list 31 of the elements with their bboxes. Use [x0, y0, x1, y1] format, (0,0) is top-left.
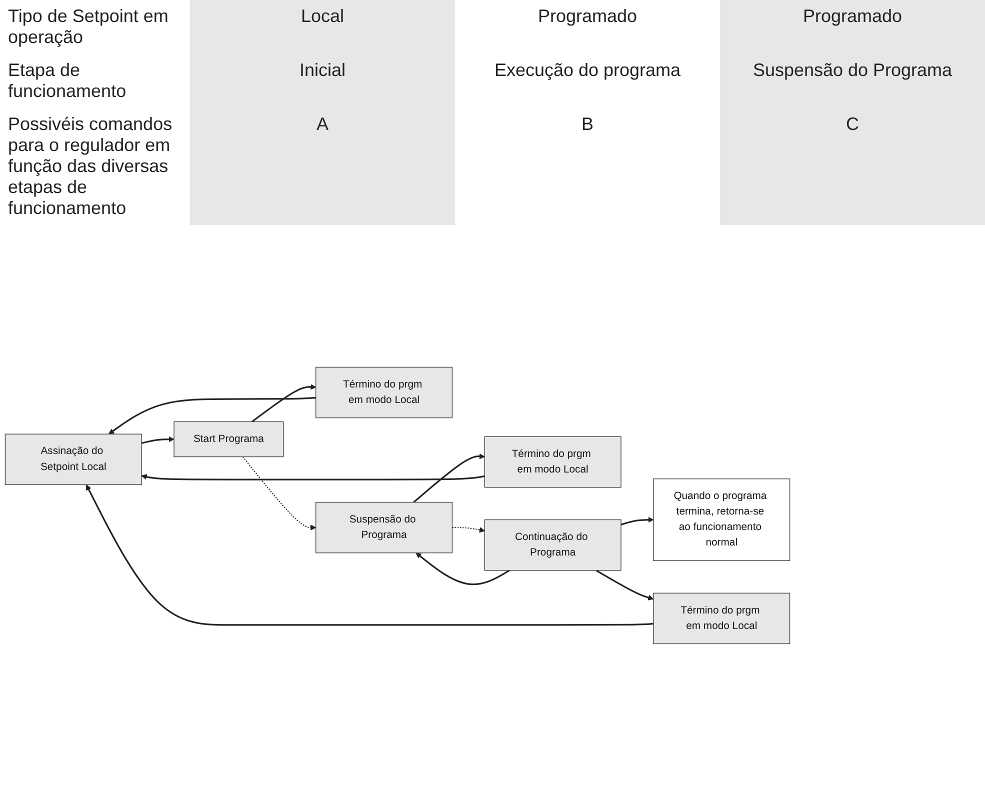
- column-heading: Programado: [802, 6, 902, 26]
- node-box: Término do prgm em modo Local: [316, 366, 453, 418]
- node-box: Suspensão do Programa: [316, 501, 453, 553]
- arrow: [620, 516, 654, 525]
- arrow: [452, 526, 485, 532]
- column-heading: Local: [300, 6, 344, 26]
- node-box: Término do prgm em modo Local: [653, 592, 790, 644]
- column-heading: Suspensão do Programa: [752, 60, 952, 80]
- arrow: [141, 436, 174, 444]
- row-heading: Etapa de funcionamento: [8, 60, 126, 101]
- arrow: [252, 384, 316, 422]
- arrow: [416, 552, 510, 585]
- arrow: [413, 453, 485, 502]
- stage-letter: C: [846, 114, 859, 134]
- row-heading: Possivéis comandos para o regulador em função das diversas etapas de funcionamento: [8, 114, 172, 218]
- arrow: [108, 396, 316, 434]
- column-heading: Inicial: [299, 60, 346, 80]
- column-heading: Execução do programa: [494, 60, 681, 80]
- node-box: Assinação do Setpoint Local: [4, 433, 142, 485]
- node-box: Start Programa: [174, 420, 284, 457]
- stage-letter: A: [316, 114, 328, 134]
- arrow: [141, 474, 485, 480]
- node-box: Quando o programa termina, retorna-se ao funcionamento normal: [653, 478, 790, 560]
- stage-letter: B: [581, 114, 594, 134]
- arrow: [596, 569, 654, 600]
- arrow: [86, 484, 654, 626]
- arrow: [242, 456, 316, 530]
- column-heading: Programado: [538, 6, 638, 26]
- node-box: Continuação do Programa: [484, 518, 622, 570]
- row-heading: Tipo de Setpoint em operação: [8, 6, 168, 47]
- node-box: Término do prgm em modo Local: [484, 436, 622, 488]
